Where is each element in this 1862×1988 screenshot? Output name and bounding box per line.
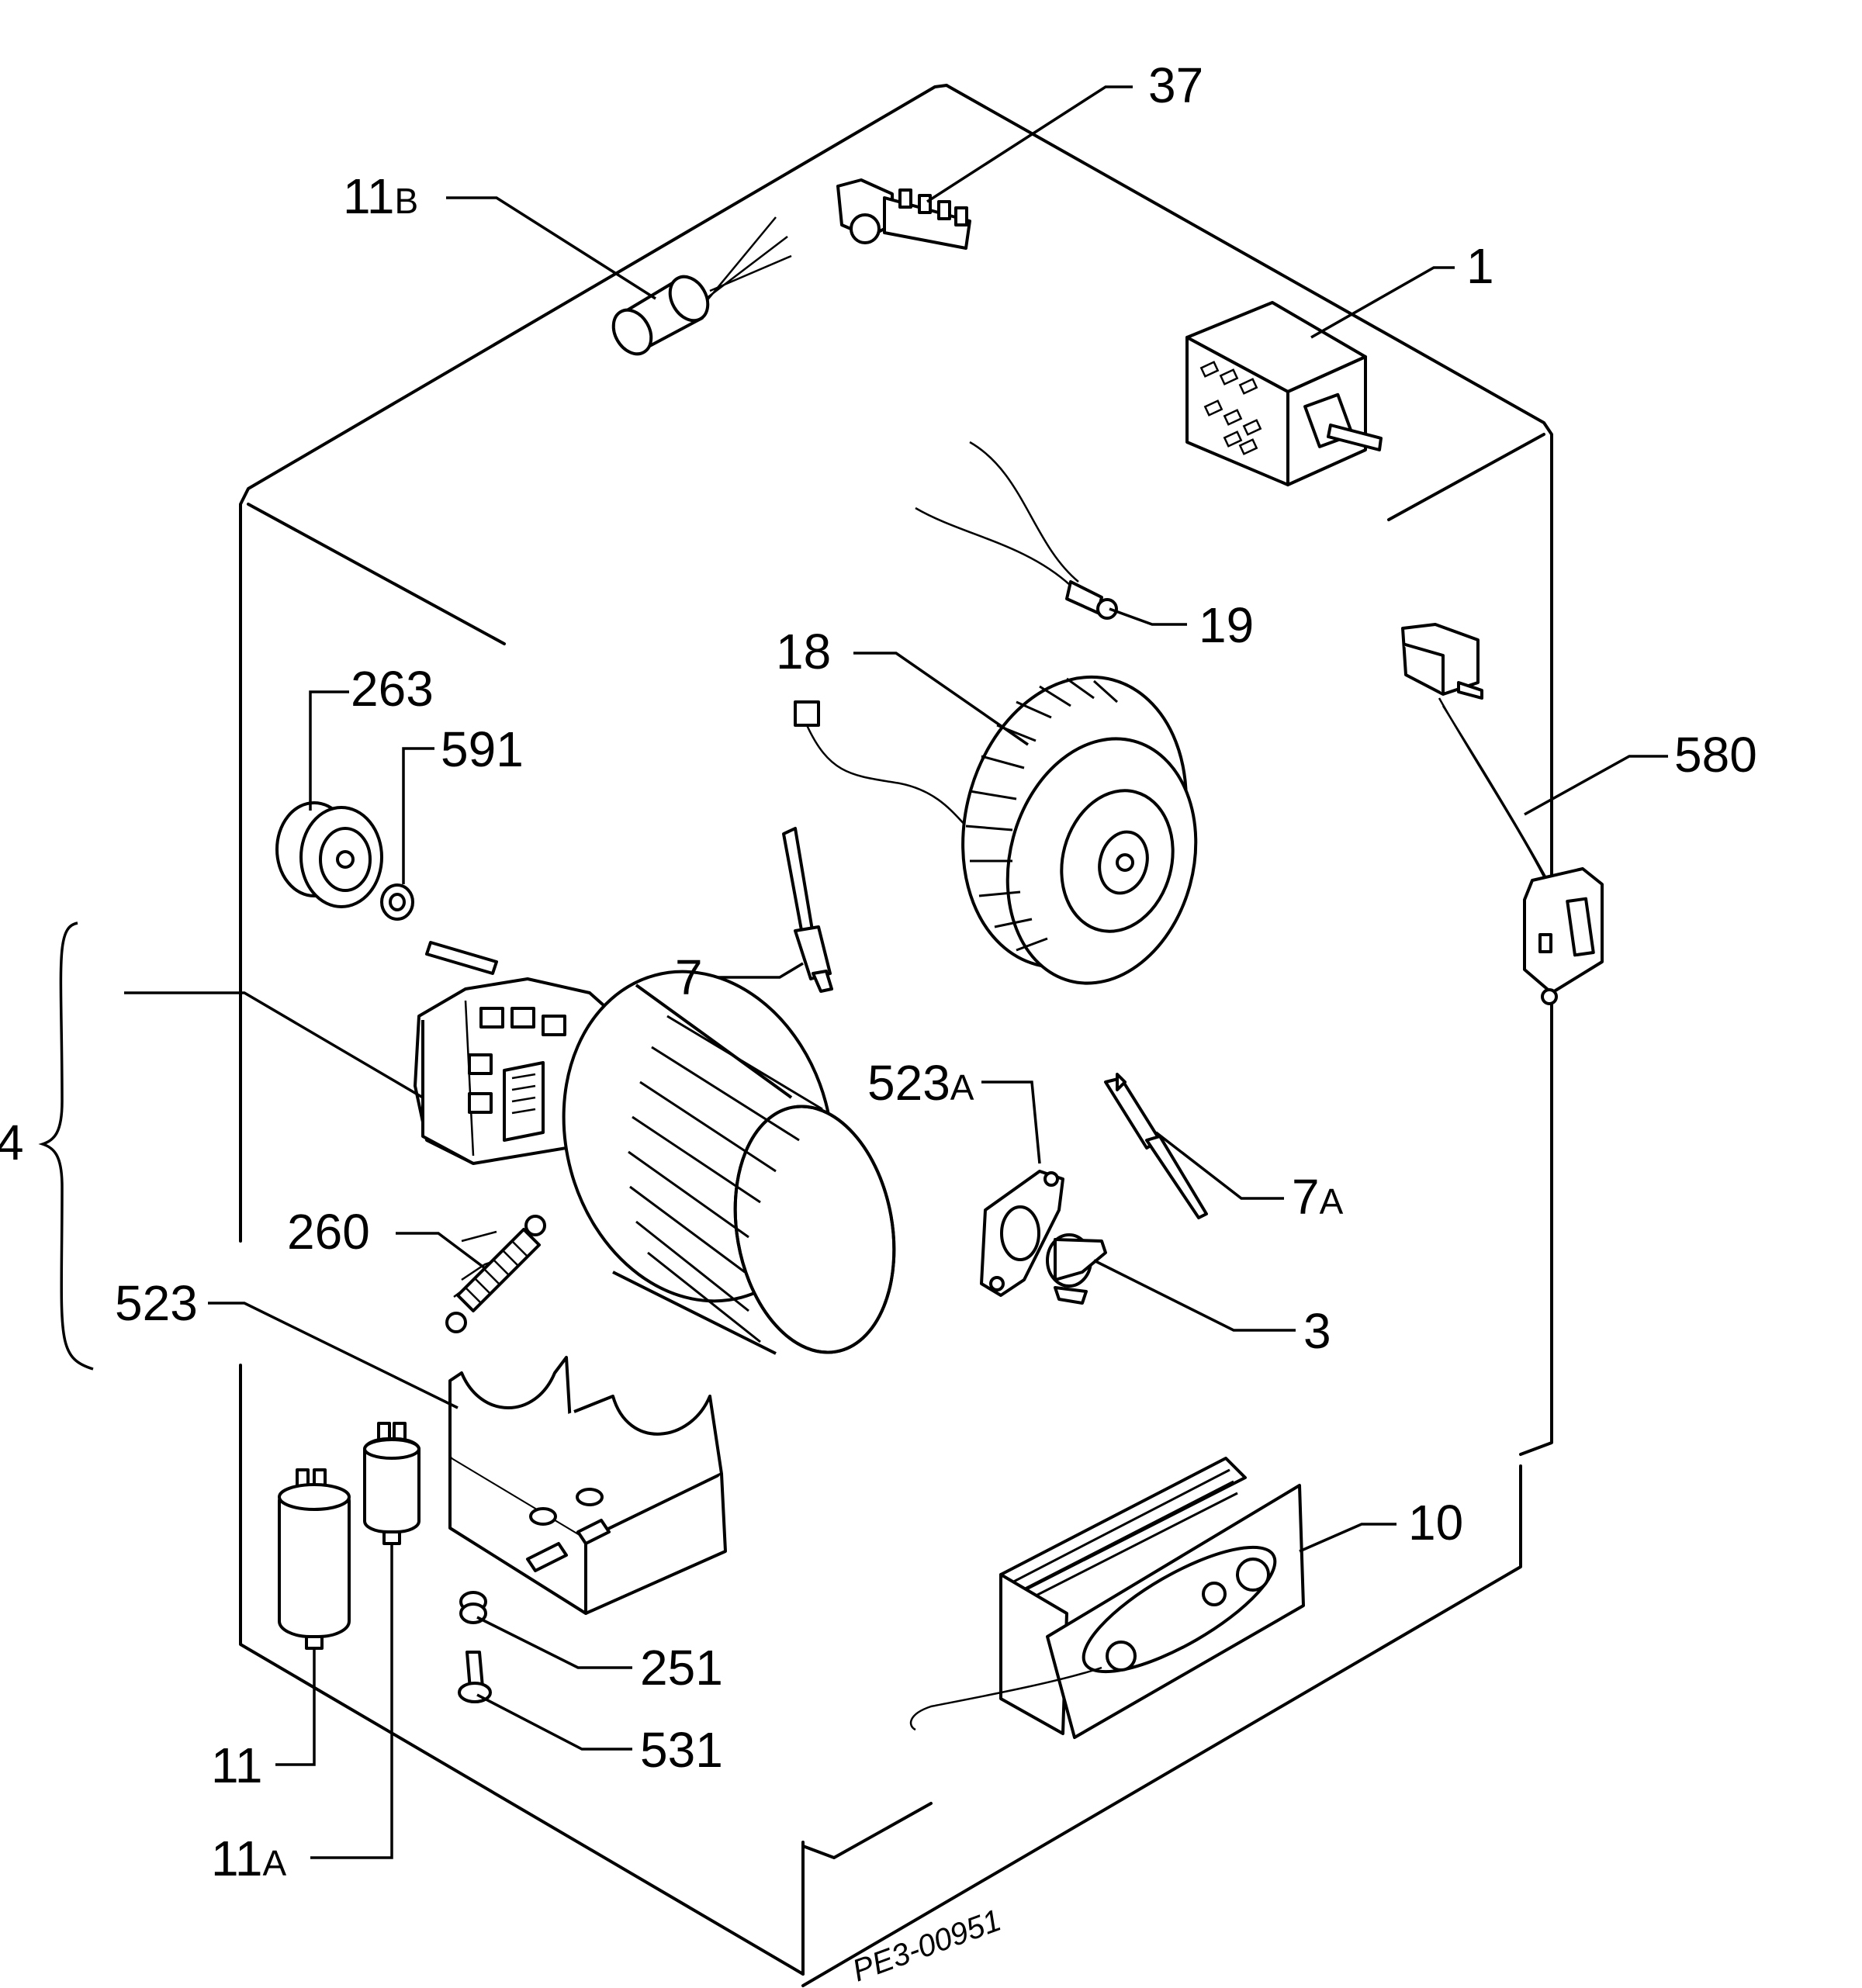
leader-lines bbox=[38, 85, 1668, 1859]
screw-531 bbox=[458, 1651, 492, 1703]
callout-11b: 11B bbox=[343, 168, 418, 224]
callout-7a: 7A bbox=[1292, 1169, 1344, 1225]
callout-523a: 523A bbox=[867, 1055, 974, 1111]
door-switch-580 bbox=[1401, 623, 1604, 1005]
callout-11a: 11A bbox=[211, 1831, 286, 1886]
callout-4: 4 bbox=[0, 1115, 24, 1170]
washer-591 bbox=[380, 883, 414, 921]
callout-580: 580 bbox=[1674, 727, 1757, 783]
nut-251 bbox=[459, 1591, 487, 1624]
callout-260: 260 bbox=[287, 1204, 370, 1260]
suppressor-11b bbox=[611, 216, 792, 356]
callout-11: 11 bbox=[211, 1737, 262, 1793]
callout-531: 531 bbox=[640, 1722, 723, 1778]
thermostat-7a bbox=[1104, 1073, 1208, 1219]
capacitor-11 bbox=[278, 1468, 351, 1650]
programmer-1 bbox=[1185, 301, 1383, 486]
callout-7: 7 bbox=[675, 949, 703, 1005]
callout-18: 18 bbox=[776, 624, 831, 679]
callout-251: 251 bbox=[640, 1640, 723, 1696]
motor-assembly-4 bbox=[414, 941, 896, 1355]
thermal-cutout-3 bbox=[1046, 1233, 1107, 1305]
pulley-263 bbox=[275, 801, 383, 908]
callout-37: 37 bbox=[1148, 57, 1203, 113]
capacitor-11a bbox=[363, 1422, 421, 1545]
callout-3: 3 bbox=[1303, 1303, 1331, 1359]
spring-260 bbox=[445, 1215, 546, 1333]
sensor-19 bbox=[915, 441, 1118, 620]
heater-10 bbox=[909, 1457, 1305, 1739]
motor-bracket-523 bbox=[448, 1356, 727, 1615]
callout-523: 523 bbox=[115, 1275, 198, 1331]
callout-263: 263 bbox=[351, 661, 434, 717]
fan-impeller-18 bbox=[794, 675, 1198, 985]
callout-10: 10 bbox=[1408, 1495, 1463, 1551]
callout-591: 591 bbox=[441, 721, 524, 777]
terminal-block-37 bbox=[836, 178, 971, 250]
callout-1: 1 bbox=[1466, 238, 1494, 294]
thermostat-7 bbox=[782, 827, 833, 993]
callout-19: 19 bbox=[1199, 597, 1254, 653]
callout-labels: 37 11B 1 19 18 263 591 580 7 4 523A 7A 2… bbox=[0, 57, 1757, 1988]
gasket-523a bbox=[980, 1170, 1064, 1297]
